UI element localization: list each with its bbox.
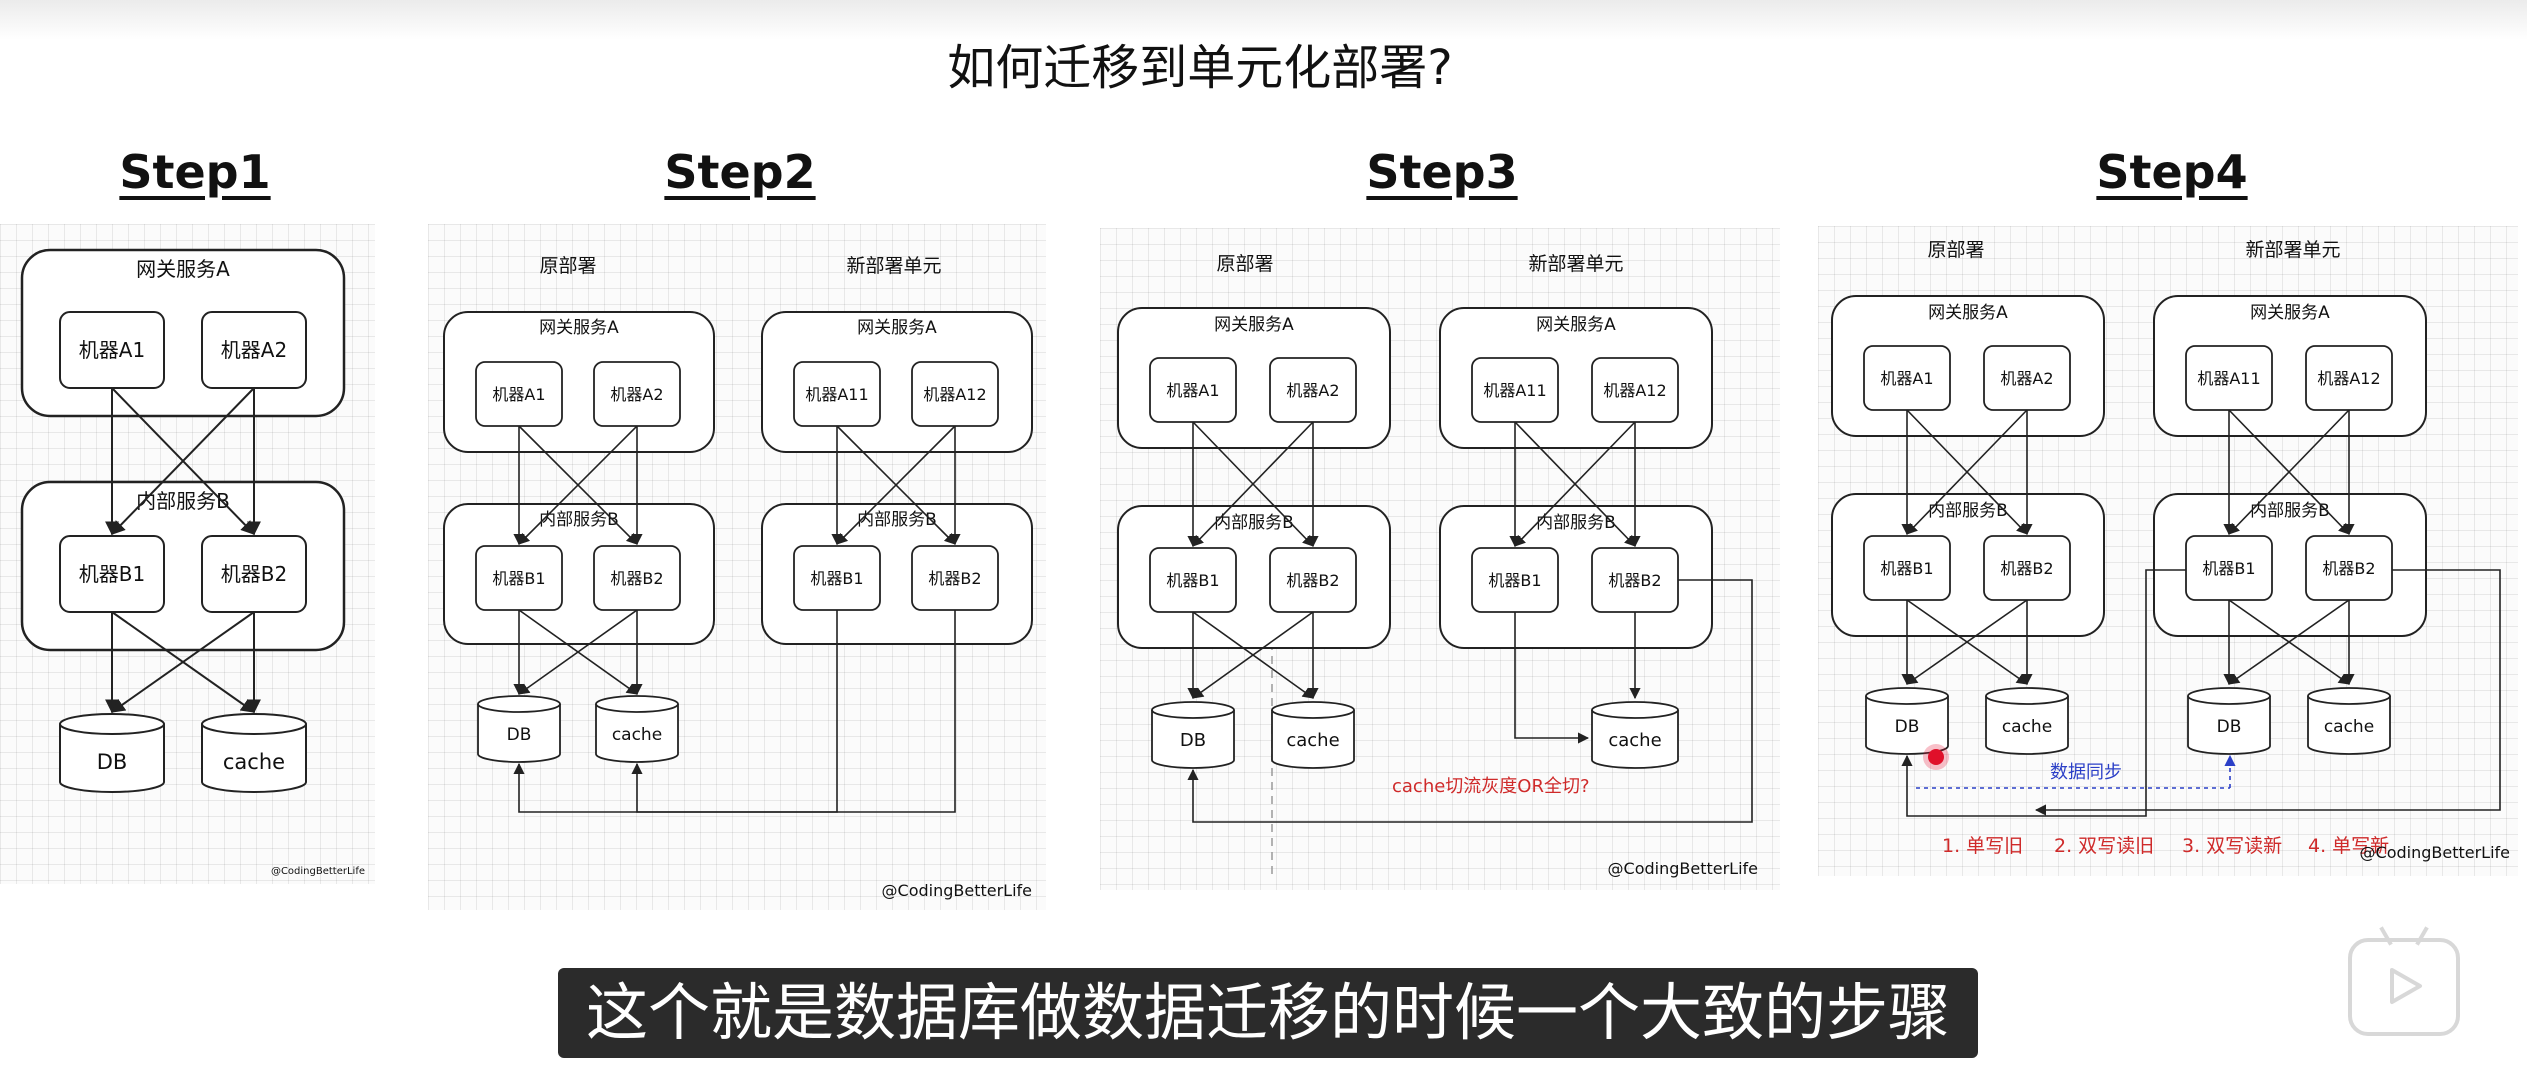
gateway-label-new: 网关服务A bbox=[1536, 315, 1616, 335]
play-button[interactable] bbox=[2348, 938, 2460, 1036]
internal-label-new: 内部服务B bbox=[1536, 513, 1616, 533]
machine-a12-label: 机器A12 bbox=[1603, 381, 1666, 400]
cache-label: cache bbox=[612, 725, 662, 745]
phase-2: 2. 双写读旧 bbox=[2054, 835, 2154, 857]
cache-cylinder bbox=[201, 713, 307, 793]
internal-label-new: 内部服务B bbox=[2250, 501, 2330, 521]
machine-a12-label: 机器A12 bbox=[2317, 369, 2380, 388]
gateway-label-new: 网关服务A bbox=[2250, 303, 2330, 323]
watermark: @CodingBetterLife bbox=[271, 866, 365, 877]
step4-diagram: 原部署 新部署单元 网关服务A 机器A1 机器A2 网关服务A 机器A11 机器… bbox=[1818, 226, 2518, 876]
new-unit-label: 新部署单元 bbox=[846, 255, 941, 277]
internal-label-orig: 内部服务B bbox=[1928, 501, 2008, 521]
db-cylinder-new bbox=[2187, 687, 2271, 755]
db-cylinder bbox=[477, 695, 561, 763]
db-label: DB bbox=[97, 750, 128, 774]
db-label: DB bbox=[1180, 730, 1206, 751]
internal-label-orig: 内部服务B bbox=[539, 510, 619, 530]
internal-label-orig: 内部服务B bbox=[1214, 513, 1294, 533]
db-cylinder bbox=[1865, 687, 1949, 755]
phase-3: 3. 双写读新 bbox=[2182, 835, 2282, 857]
top-fade bbox=[0, 0, 2527, 40]
play-icon bbox=[2390, 968, 2422, 1004]
machine-a1-label: 机器A1 bbox=[1166, 381, 1219, 400]
machine-b1-new-label: 机器B1 bbox=[2202, 559, 2255, 578]
internal-label-new: 内部服务B bbox=[857, 510, 937, 530]
new-unit-label: 新部署单元 bbox=[1528, 253, 1623, 275]
machine-b1-label: 机器B1 bbox=[79, 562, 145, 586]
machine-b2-label: 机器B2 bbox=[221, 562, 287, 586]
machine-b1-label: 机器B1 bbox=[492, 569, 545, 588]
video-subtitle: 这个就是数据库做数据迁移的时候一个大致的步骤 bbox=[558, 968, 1978, 1058]
machine-a2-label: 机器A2 bbox=[610, 385, 663, 404]
machine-a1-label: 机器A1 bbox=[1880, 369, 1933, 388]
step2-diagram: 原部署 新部署单元 网关服务A 机器A1 机器A2 网关服务A 机器A11 机器… bbox=[428, 224, 1046, 910]
phase-4: 4. 单写新 bbox=[2308, 835, 2389, 857]
machine-a2-label: 机器A2 bbox=[1286, 381, 1339, 400]
cache-cylinder bbox=[1985, 687, 2069, 755]
cache-cylinder bbox=[1271, 701, 1355, 769]
db-label: DB bbox=[1895, 717, 1920, 737]
orig-deploy-label: 原部署 bbox=[1216, 253, 1273, 275]
gateway-service-label: 网关服务A bbox=[136, 257, 230, 281]
machine-a11-label: 机器A11 bbox=[2197, 369, 2260, 388]
machine-b2-new-label: 机器B2 bbox=[928, 569, 981, 588]
machine-b2-new-label: 机器B2 bbox=[1608, 571, 1661, 590]
machine-a1-label: 机器A1 bbox=[492, 385, 545, 404]
machine-b2-new-label: 机器B2 bbox=[2322, 559, 2375, 578]
cache-label: cache bbox=[223, 750, 285, 774]
cache-cylinder bbox=[595, 695, 679, 763]
step2-title: Step2 bbox=[664, 145, 816, 199]
data-sync-label: 数据同步 bbox=[2050, 762, 2122, 783]
machine-b2-label: 机器B2 bbox=[1286, 571, 1339, 590]
machine-b1-new-label: 机器B1 bbox=[1488, 571, 1541, 590]
step1-diagram: 网关服务A 机器A1 机器A2 内部服务B 机器B1 机器B2 DB bbox=[0, 224, 375, 884]
db-cylinder bbox=[1151, 701, 1235, 769]
machine-a2-label: 机器A2 bbox=[2000, 369, 2053, 388]
watermark: @CodingBetterLife bbox=[1608, 859, 1758, 878]
cache-switch-question: cache切流灰度OR全切? bbox=[1392, 776, 1590, 797]
cache-new-label: cache bbox=[1608, 730, 1661, 751]
machine-a1-label: 机器A1 bbox=[79, 338, 145, 362]
cache-cylinder-new bbox=[2307, 687, 2391, 755]
watermark: @CodingBetterLife bbox=[2360, 843, 2510, 862]
internal-service-label: 内部服务B bbox=[136, 489, 230, 513]
cache-new-label: cache bbox=[2324, 717, 2374, 737]
db-cylinder bbox=[59, 713, 165, 793]
step3-title: Step3 bbox=[1366, 145, 1518, 199]
db-new-label: DB bbox=[2217, 717, 2242, 737]
machine-b2-label: 机器B2 bbox=[2000, 559, 2053, 578]
machine-a12-label: 机器A12 bbox=[923, 385, 986, 404]
new-unit-label: 新部署单元 bbox=[2245, 239, 2340, 261]
cache-label: cache bbox=[2002, 717, 2052, 737]
machine-a2-label: 机器A2 bbox=[221, 338, 287, 362]
mouse-cursor-indicator bbox=[1928, 749, 1944, 765]
db-label: DB bbox=[507, 725, 532, 745]
machine-a11-label: 机器A11 bbox=[805, 385, 868, 404]
step4-title: Step4 bbox=[2096, 145, 2248, 199]
cache-label: cache bbox=[1286, 730, 1339, 751]
machine-b1-label: 机器B1 bbox=[1880, 559, 1933, 578]
machine-b1-label: 机器B1 bbox=[1166, 571, 1219, 590]
gateway-label-new: 网关服务A bbox=[857, 318, 937, 338]
gateway-label-orig: 网关服务A bbox=[1928, 303, 2008, 323]
machine-b2-label: 机器B2 bbox=[610, 569, 663, 588]
gateway-label-orig: 网关服务A bbox=[539, 318, 619, 338]
step3-diagram: 原部署 新部署单元 网关服务A 机器A1 机器A2 网关服务A 机器A11 机器… bbox=[1100, 228, 1780, 890]
machine-b1-new-label: 机器B1 bbox=[810, 569, 863, 588]
step1-title: Step1 bbox=[119, 145, 271, 199]
cache-cylinder-new bbox=[1591, 701, 1679, 769]
watermark: @CodingBetterLife bbox=[882, 881, 1032, 900]
orig-deploy-label: 原部署 bbox=[1927, 239, 1984, 261]
phase-1: 1. 单写旧 bbox=[1942, 835, 2023, 857]
gateway-label-orig: 网关服务A bbox=[1214, 315, 1294, 335]
orig-deploy-label: 原部署 bbox=[539, 255, 596, 277]
page-title: 如何迁移到单元化部署? bbox=[947, 40, 1453, 96]
machine-a11-label: 机器A11 bbox=[1483, 381, 1546, 400]
